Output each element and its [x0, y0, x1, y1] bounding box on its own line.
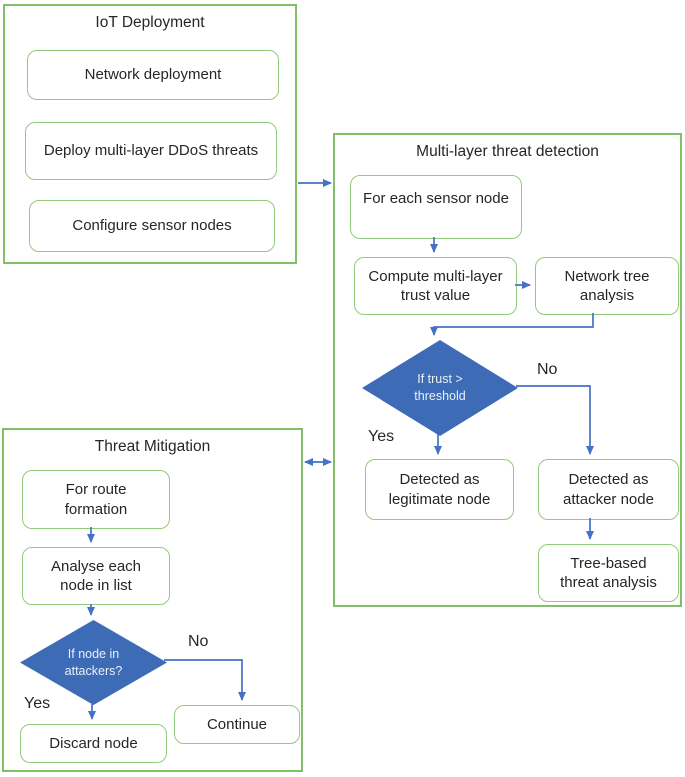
- step-compute-trust-value: Compute multi-layer trust value: [354, 257, 517, 315]
- group-threat-mitigation: Threat Mitigation For route formation An…: [2, 428, 303, 772]
- decision-trust-threshold: If trust > threshold: [362, 340, 518, 436]
- step-for-each-sensor-node: For each sensor node: [350, 175, 522, 239]
- group-iot-deployment: IoT Deployment Network deployment Deploy…: [3, 4, 297, 264]
- group-threat-detection: Multi-layer threat detection For each se…: [333, 133, 682, 607]
- step-for-route-formation: For route formation: [22, 470, 170, 529]
- step-configure-sensor-nodes: Configure sensor nodes: [29, 200, 275, 252]
- decision-node-in-attackers: If node in attackers?: [20, 620, 167, 705]
- step-network-deployment: Network deployment: [27, 50, 279, 100]
- label-detection-yes: Yes: [368, 428, 395, 445]
- step-analyse-each-node: Analyse each node in list: [22, 547, 170, 605]
- label-detection-no: No: [537, 361, 558, 378]
- group-iot-title: IoT Deployment: [95, 14, 205, 31]
- step-continue: Continue: [174, 705, 300, 744]
- group-detection-title: Multi-layer threat detection: [416, 143, 599, 160]
- step-network-tree-analysis: Network tree analysis: [535, 257, 679, 315]
- step-deploy-ddos-threats: Deploy multi-layer DDoS threats: [25, 122, 277, 180]
- group-mitigation-title: Threat Mitigation: [94, 438, 211, 455]
- label-mitigation-no: No: [188, 633, 209, 650]
- step-discard-node: Discard node: [20, 724, 167, 763]
- label-mitigation-yes: Yes: [24, 695, 51, 712]
- step-tree-based-threat-analysis: Tree-based threat analysis: [538, 544, 679, 602]
- step-detected-legitimate: Detected as legitimate node: [365, 459, 514, 520]
- step-detected-attacker: Detected as attacker node: [538, 459, 679, 520]
